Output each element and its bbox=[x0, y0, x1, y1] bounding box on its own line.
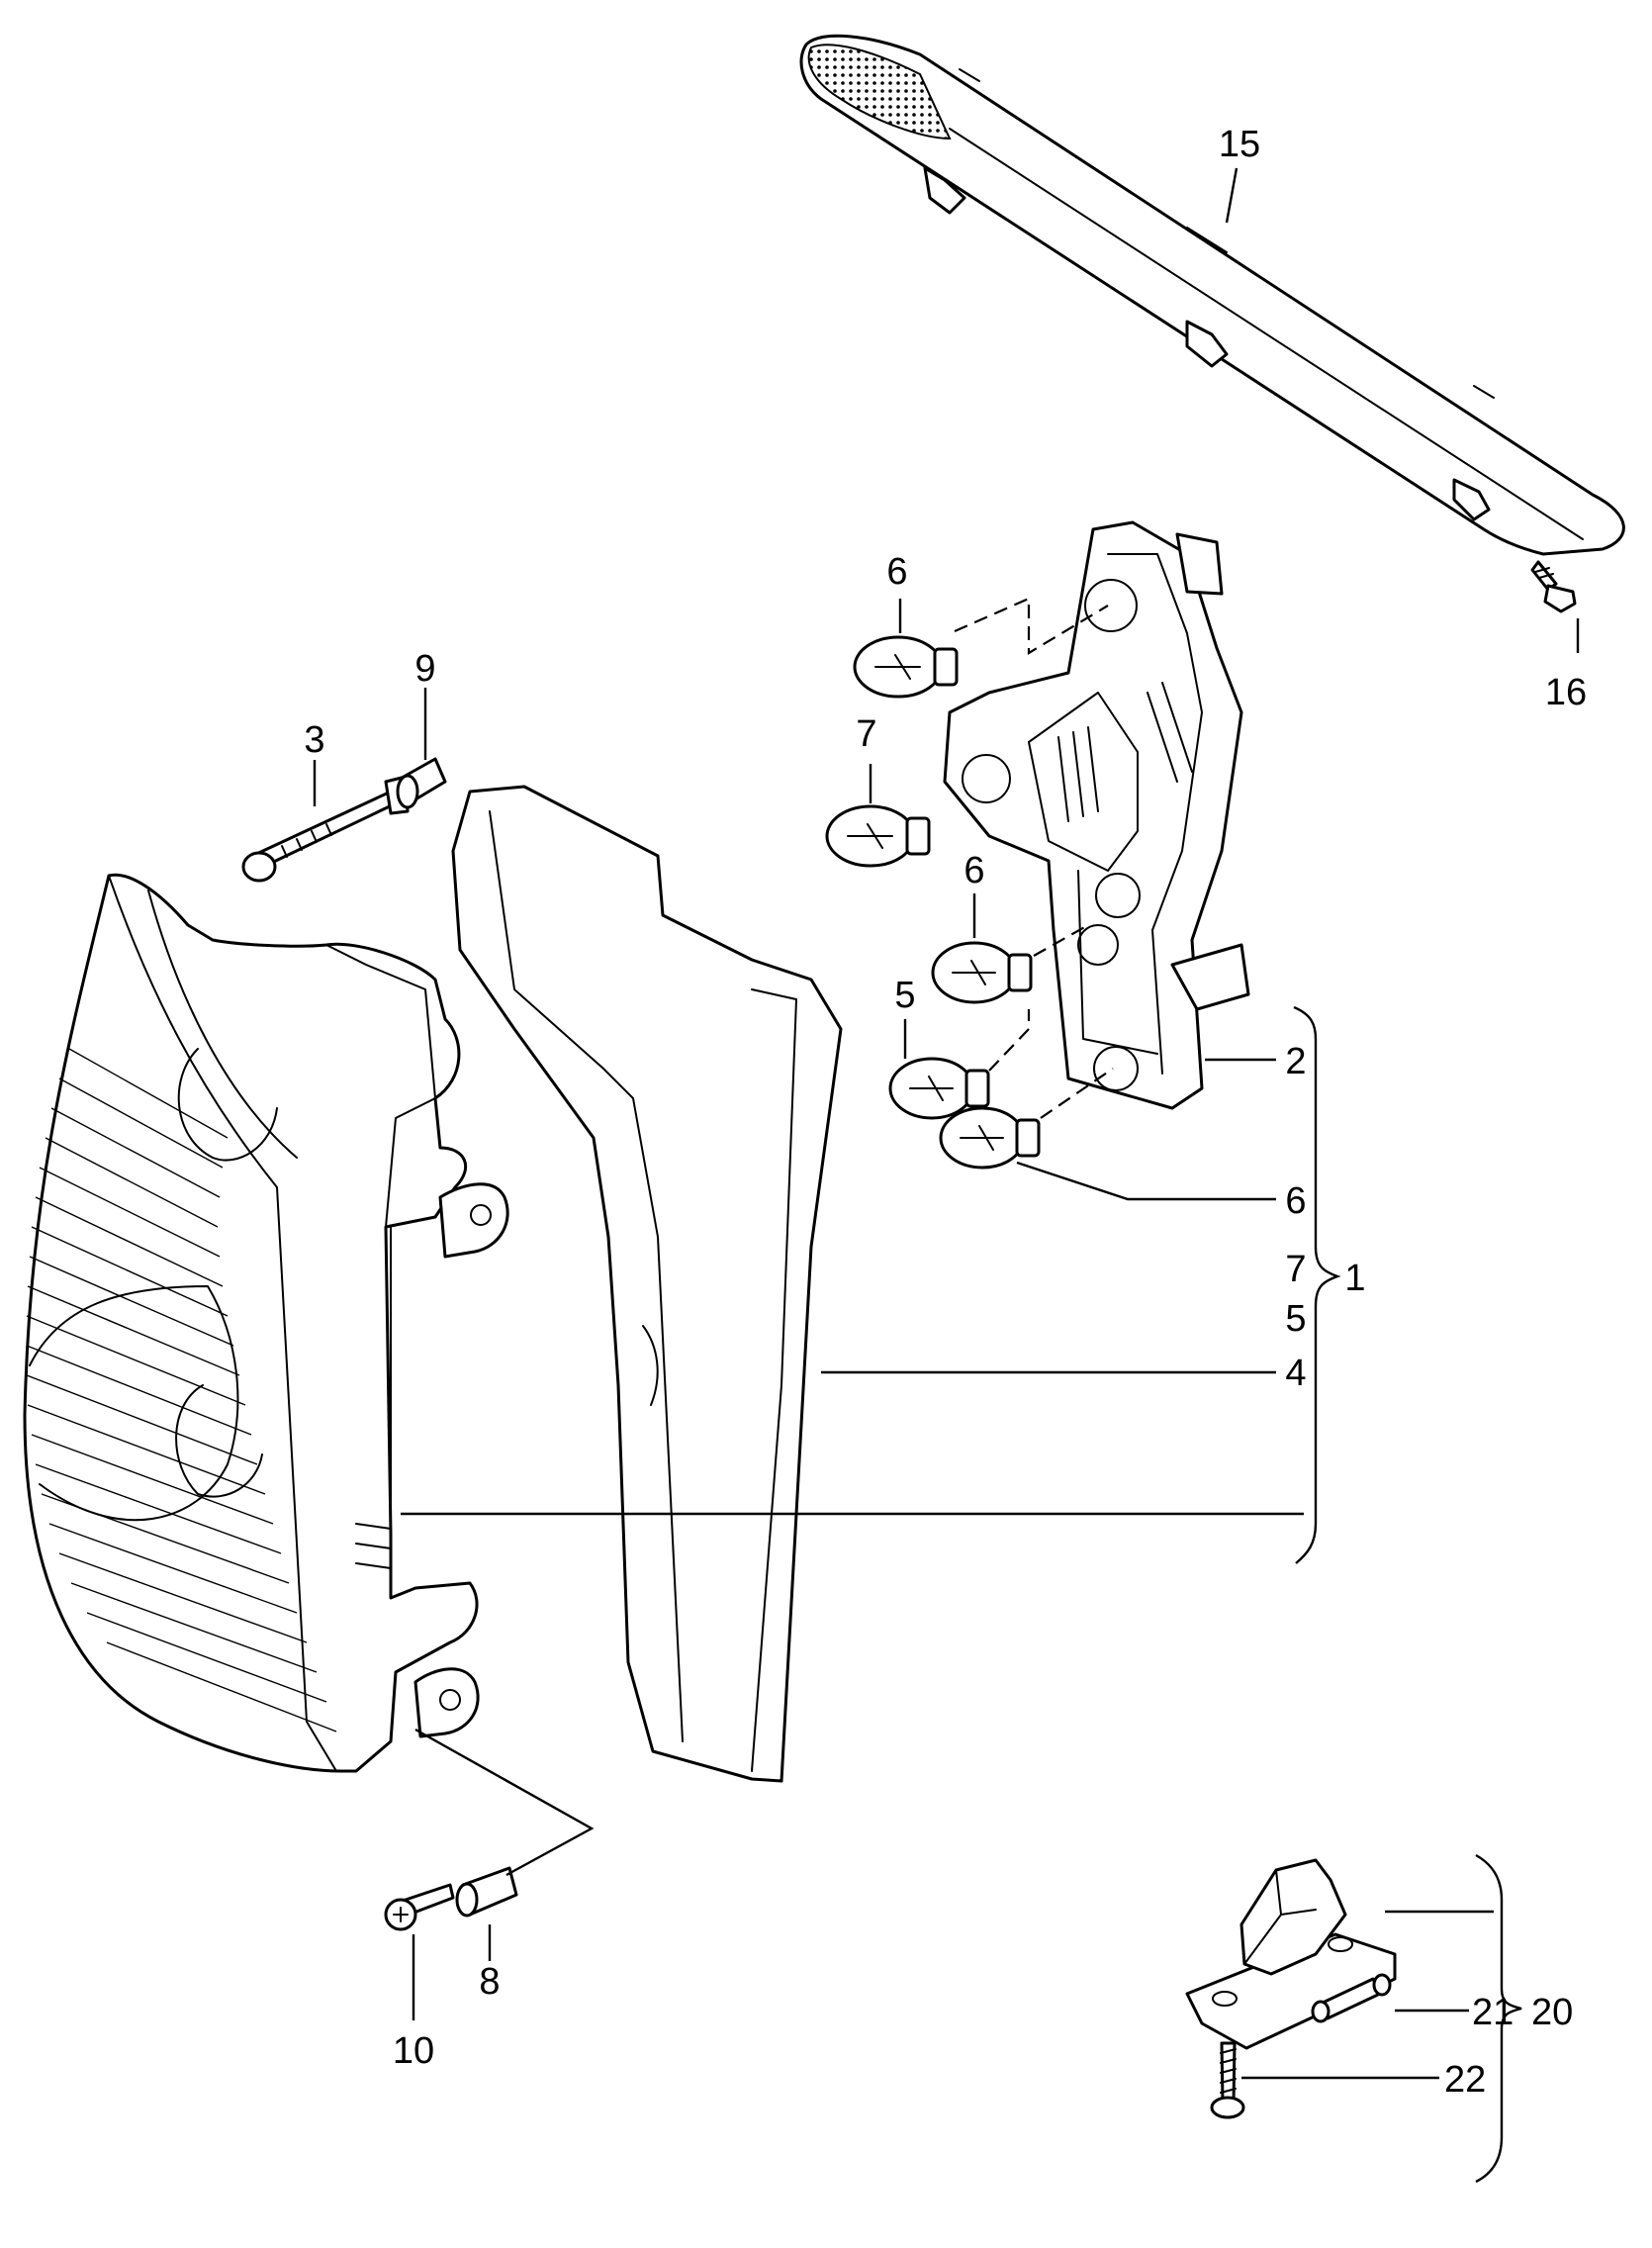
install-lines bbox=[954, 597, 1114, 1119]
callout-6-middle: 6 bbox=[964, 850, 984, 891]
callout-22: 22 bbox=[1444, 2059, 1486, 2101]
bracket-1 bbox=[1293, 1005, 1341, 1564]
callout-7-top: 7 bbox=[856, 713, 876, 755]
nut-8 bbox=[455, 1866, 518, 1918]
callout-2: 2 bbox=[1285, 1041, 1306, 1082]
callout-1: 1 bbox=[1344, 1258, 1365, 1299]
seal-gasket bbox=[451, 785, 843, 1783]
brake-light-bar bbox=[799, 34, 1625, 556]
bulb-6-bottom bbox=[939, 1106, 1041, 1170]
callout-5-left: 5 bbox=[894, 975, 915, 1016]
callout-9: 9 bbox=[414, 648, 435, 690]
bulb-6-top bbox=[853, 635, 959, 699]
license-plate-light bbox=[1185, 1858, 1397, 2050]
callout-6-top: 6 bbox=[886, 551, 907, 593]
screw-10 bbox=[384, 1883, 455, 1931]
callout-8: 8 bbox=[479, 1961, 500, 2003]
adjust-screw-3 bbox=[241, 775, 410, 883]
callout-20: 20 bbox=[1531, 1992, 1573, 2033]
bulb-5 bbox=[888, 1057, 990, 1120]
bulb-carrier bbox=[943, 520, 1250, 1110]
callout-7-right: 7 bbox=[1285, 1249, 1306, 1290]
callout-4: 4 bbox=[1285, 1353, 1306, 1394]
callout-15: 15 bbox=[1219, 124, 1260, 165]
bulb-7-top bbox=[825, 804, 931, 868]
bulb-6-middle bbox=[931, 941, 1033, 1004]
leader-8-10 bbox=[414, 1728, 595, 1877]
lens-hatching bbox=[26, 1048, 337, 1733]
screw-22 bbox=[1210, 2041, 1245, 2119]
callout-3: 3 bbox=[304, 719, 324, 761]
bracket-20 bbox=[1475, 1853, 1522, 2184]
callout-labels: 15 16 6 7 6 5 2 6 7 5 4 1 9 3 8 10 21 20… bbox=[304, 124, 1587, 2101]
callout-16: 16 bbox=[1545, 672, 1587, 713]
leader-lines bbox=[313, 167, 1580, 2080]
callout-10: 10 bbox=[393, 2030, 434, 2072]
callout-6-right: 6 bbox=[1285, 1180, 1306, 1222]
callout-5-right: 5 bbox=[1285, 1298, 1306, 1340]
screw-16 bbox=[1530, 560, 1577, 613]
tail-light-housing bbox=[23, 873, 509, 1773]
bulb-21 bbox=[1311, 1973, 1392, 2023]
nut-9 bbox=[396, 757, 447, 809]
callout-21: 21 bbox=[1472, 1992, 1514, 2033]
